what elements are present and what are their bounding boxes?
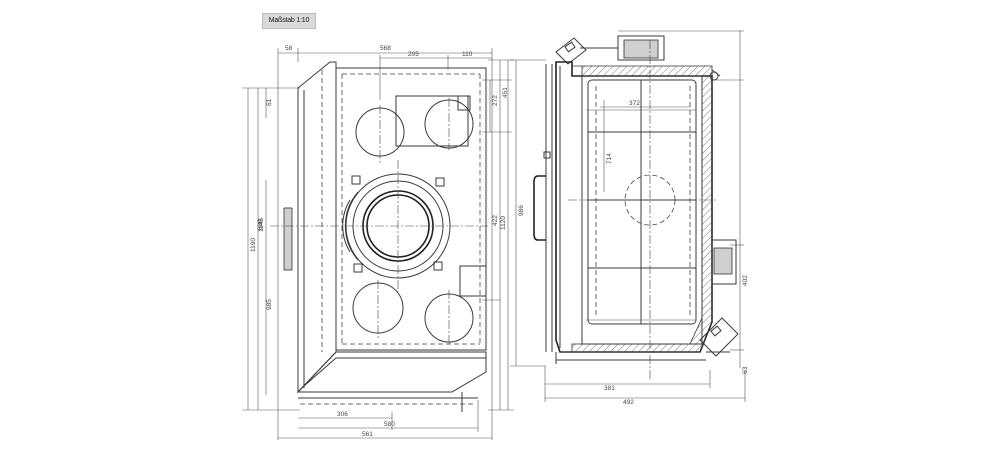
side-view: 986 372 714 402 63 381 492 [510,30,749,406]
front-dim-left-1190: 1190 [250,238,257,252]
front-dim-left-1145: 1145 [258,218,265,232]
front-dim-bottom-580: 580 [384,421,395,428]
front-dim-left-61: 61 [266,98,273,106]
side-dim-right-63: 63 [742,366,749,374]
front-dimension-lines [242,48,514,440]
side-top-bracket [555,37,587,65]
front-view: 58 568 205 110 61 1190 1145 985 680 272 … [242,45,514,440]
front-body [335,67,487,351]
front-dim-bottom-306: 306 [337,411,348,418]
scale-label-badge: Maßstab 1:10 [262,13,316,29]
front-dim-top-110: 110 [462,51,473,58]
front-dim-right-422: 422 [492,215,499,226]
scale-label: Maßstab 1:10 [268,17,310,24]
side-dimension-lines [510,30,746,402]
side-dim-left-986: 986 [518,205,525,216]
front-dim-left-985: 985 [266,299,273,310]
front-dim-bottom-561: 561 [362,431,373,438]
side-dim-inner-372: 372 [629,100,640,107]
front-side-panel [283,61,337,394]
side-dim-right-402: 402 [742,275,749,286]
front-base [296,351,487,412]
side-dim-bottom-492: 492 [623,399,634,406]
side-dim-inner-714: 714 [606,153,613,164]
front-dim-top-58: 58 [285,45,293,52]
front-dim-right-272: 272 [492,95,499,106]
side-body [533,40,739,380]
front-dim-center-680: 680 [257,219,264,230]
front-dim-right-451: 451 [502,87,509,98]
front-dim-top-568: 568 [380,45,391,52]
front-dim-top-205: 205 [408,51,419,58]
side-dim-bottom-381: 381 [604,385,615,392]
front-dim-right-1120: 1120 [500,216,507,230]
side-flue-connector [580,35,665,61]
